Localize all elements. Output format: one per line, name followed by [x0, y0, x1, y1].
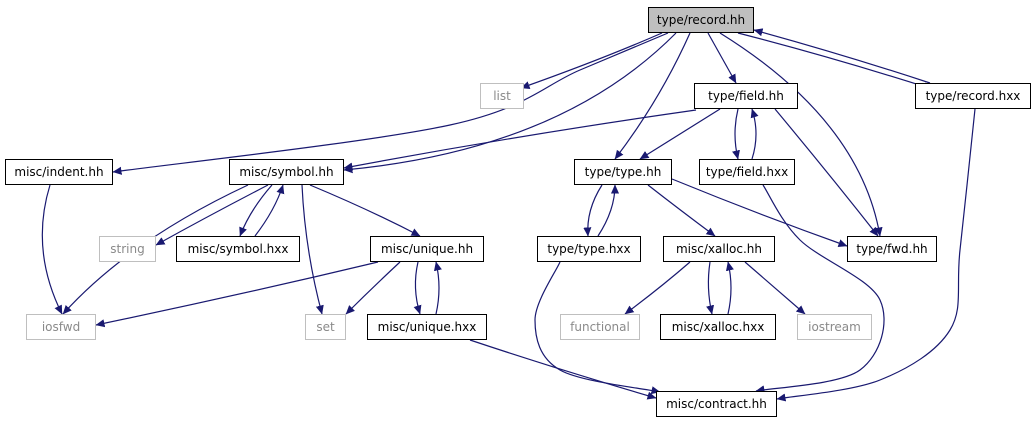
node-misc-symbol-hh[interactable]: misc/symbol.hh	[229, 159, 344, 185]
node-type-type-hh[interactable]: type/type.hh	[574, 159, 672, 185]
edge-record-hh-to-fwd-hh	[719, 32, 883, 237]
edge-type-hh-to-type-hxx	[583, 184, 603, 237]
edge-record-hh-to-list	[520, 32, 663, 89]
edge-unique-hh-to-iosfwd	[95, 261, 379, 328]
edge-symbol-hh-to-unique-hh	[309, 184, 421, 237]
node-type-record-hh[interactable]: type/record.hh	[648, 7, 754, 33]
edge-xalloc-hh-to-iostream	[744, 261, 806, 315]
edge-type-hxx-to-contract-hh	[534, 261, 661, 395]
node-misc-indent-hh[interactable]: misc/indent.hh	[5, 159, 113, 185]
edge-field-hh-to-type-hh	[639, 108, 721, 160]
edge-field-hh-to-field-hxx	[732, 108, 740, 160]
edge-field-hh-to-symbol-hh	[343, 109, 697, 171]
edge-record-hxx-to-contract-hh	[776, 108, 976, 402]
edge-symbol-hh-to-symbol-hxx	[239, 184, 273, 237]
edge-record-hh-to-indent-hh	[112, 32, 669, 175]
node-iostream[interactable]: iostream	[797, 314, 872, 340]
edge-symbol-hh-to-string	[155, 184, 269, 246]
edge-unique-hh-to-unique-hxx	[413, 261, 422, 315]
node-type-field-hh[interactable]: type/field.hh	[694, 83, 798, 109]
edge-xalloc-hh-to-functional	[624, 261, 691, 315]
node-type-record-hxx[interactable]: type/record.hxx	[915, 83, 1031, 109]
edge-record-hh-to-symbol-hh	[343, 32, 677, 174]
node-list[interactable]: list	[480, 83, 524, 109]
edge-record-hh-to-field-hh	[707, 32, 737, 84]
edge-record-hxx-to-record-hh	[753, 28, 931, 84]
edge-field-hxx-to-contract-hh	[755, 184, 885, 394]
edge-unique-hxx-to-unique-hh	[433, 261, 442, 315]
edge-unique-hh-to-set	[345, 261, 401, 315]
edge-record-hh-to-record-hxx	[737, 32, 933, 91]
node-misc-contract-hh[interactable]: misc/contract.hh	[656, 391, 777, 417]
edge-field-hxx-to-field-hh	[750, 108, 759, 160]
edge-indent-hh-to-iosfwd	[41, 184, 63, 315]
edge-xalloc-hxx-to-xalloc-hh	[725, 261, 734, 315]
node-misc-unique-hxx[interactable]: misc/unique.hxx	[367, 314, 487, 340]
edge-type-hxx-to-type-hh	[597, 184, 620, 237]
node-functional[interactable]: functional	[560, 314, 640, 340]
node-misc-symbol-hxx[interactable]: misc/symbol.hxx	[176, 236, 300, 262]
node-misc-xalloc-hxx[interactable]: misc/xalloc.hxx	[660, 314, 776, 340]
edge-type-hh-to-fwd-hh	[671, 178, 848, 247]
node-type-field-hxx[interactable]: type/field.hxx	[699, 159, 795, 185]
node-string[interactable]: string	[99, 236, 156, 262]
node-misc-unique-hh[interactable]: misc/unique.hh	[370, 236, 484, 262]
node-set[interactable]: set	[305, 314, 346, 340]
edge-record-hh-to-type-hh	[614, 32, 691, 160]
node-misc-xalloc-hh[interactable]: misc/xalloc.hh	[663, 236, 775, 262]
edge-xalloc-hh-to-xalloc-hxx	[706, 261, 715, 315]
edge-unique-hxx-to-contract-hh	[469, 339, 657, 400]
edge-symbol-hxx-to-symbol-hh	[254, 184, 285, 237]
edge-field-hh-to-fwd-hh	[774, 108, 879, 237]
edge-type-hh-to-xalloc-hh	[647, 184, 716, 237]
edge-symbol-hh-to-set	[301, 184, 324, 315]
node-iosfwd[interactable]: iosfwd	[26, 314, 96, 340]
node-type-fwd-hh[interactable]: type/fwd.hh	[847, 236, 937, 262]
node-type-type-hxx[interactable]: type/type.hxx	[537, 236, 641, 262]
